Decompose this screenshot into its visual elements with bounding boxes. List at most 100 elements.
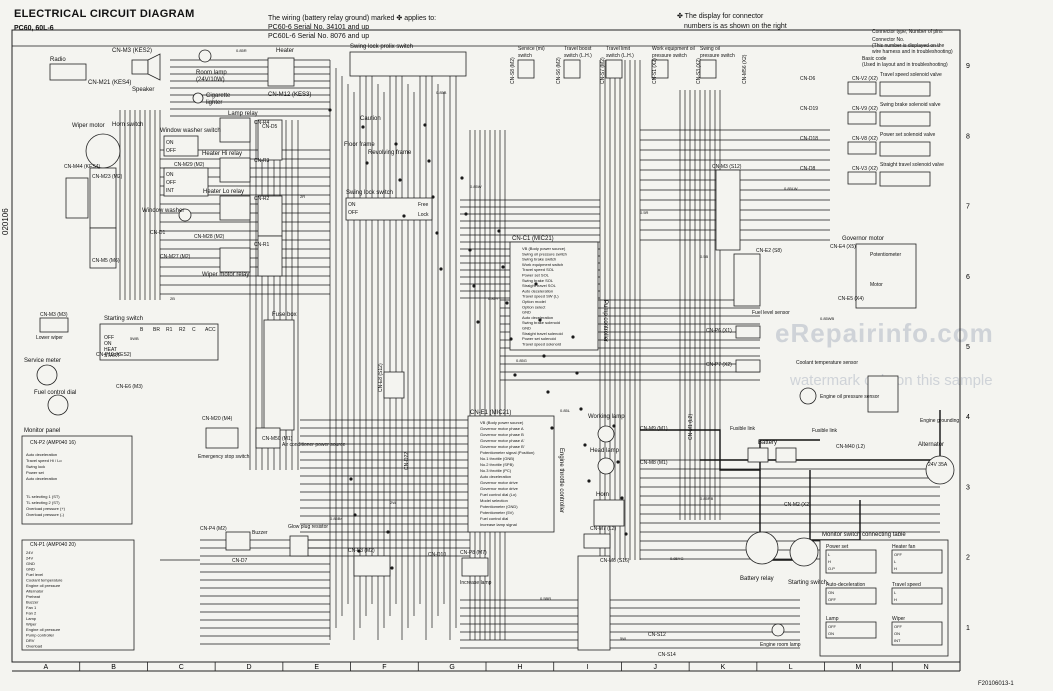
p2-row-2: Swing lock — [26, 464, 45, 469]
cn-s1-label: CN-S1 (X2) — [652, 58, 658, 84]
e1-pin-6: No.1 throttle (GNB) — [480, 456, 515, 461]
start-col-R1: R1 — [166, 327, 173, 333]
battery-relay-label: Battery relay — [740, 576, 774, 582]
e1-pin-2: Governor motor phase B — [480, 432, 524, 437]
wire-label-14: 5WB — [130, 336, 139, 341]
wire-label-16: 0.5BR — [540, 596, 551, 601]
c1-pin-10: Option model — [522, 299, 546, 304]
cn-d5-label: CN-D5 — [262, 124, 277, 130]
cn-s14-label: CN-S14 — [658, 652, 676, 658]
p1-row-5: Coolant temperature — [26, 578, 63, 583]
wire-label-9: 0.85WB — [820, 316, 835, 321]
swing-oil-label-2: pressure switch — [700, 53, 735, 59]
window-washer-switch-label: Window washer switch — [160, 128, 221, 134]
revolving-frame-label: Revolving frame — [368, 150, 412, 156]
start-col-BR: BR — [153, 327, 160, 333]
c1-pin-9: Travel speed SW (L) — [522, 294, 559, 299]
swing-oil-switch-box — [699, 59, 717, 79]
auto-decel-row-ON: ON — [828, 590, 834, 595]
washer-row-OFF: OFF — [166, 180, 176, 186]
junction-dot — [624, 532, 628, 536]
power-set-row-L: L — [828, 552, 831, 557]
junction-dot — [497, 229, 501, 233]
p2-row-10: Overload pressure (-) — [26, 512, 65, 517]
p1-row-17: Overload — [26, 644, 42, 649]
wire-label-17: 2W — [390, 500, 396, 505]
cn-m9-label: CN-M9 (M1) — [640, 426, 668, 432]
p2-row-7: TL selecting 1 (ST) — [26, 494, 60, 499]
travel-speed-valve-coil — [879, 81, 931, 97]
engine-oil-label: Engine oil pressure sensor — [820, 394, 880, 400]
cn-m21-label: CN-M21 (KES4) — [88, 80, 131, 86]
grid-col-J: J — [654, 664, 658, 671]
applies-note-3: PC60L-6 Serial No. 8076 and up — [268, 33, 370, 40]
swing-lock-lock-label: Lock — [418, 212, 429, 218]
washer-row-INT: INT — [166, 188, 174, 194]
service-pmi-switch-box — [517, 59, 535, 79]
swing-lock-row-ON: ON — [348, 202, 356, 208]
horn-switch-box — [163, 135, 199, 157]
junction-dot — [357, 549, 361, 553]
grid-col-M: M — [856, 664, 862, 671]
cn-m27-label: CN-M27 (M2) — [160, 254, 191, 260]
c1-pin-18: Travel speed solenoid — [522, 341, 561, 346]
fuse-box — [263, 319, 295, 431]
straight-travel-valve-cn-label: CN-V3 (X2) — [852, 166, 878, 172]
junction-dot — [616, 460, 620, 464]
start-col-C: C — [192, 327, 196, 333]
travel-speed-row-H: H — [894, 597, 897, 602]
e1-pin-15: Potentiometer (5V) — [480, 510, 514, 515]
e1-pin-12: Fuel control dial (Lo) — [480, 492, 517, 497]
coolant-temp-label: Coolant temperature sensor — [796, 360, 858, 366]
c1-pin-2: Swing brake switch — [522, 257, 556, 262]
swing-lock-prolix-box — [349, 51, 467, 77]
motor-label: Motor — [870, 282, 883, 288]
pump-controller-c1 — [509, 241, 599, 351]
power-set-table-box — [825, 549, 877, 574]
cn-m50-box — [255, 427, 281, 449]
cn-s12-label: CN-S12 — [648, 632, 666, 638]
travel-boost-label-2: switch (L.H.) — [564, 53, 592, 59]
lamp-table-box — [825, 621, 877, 639]
travel-speed-valve-label: Travel speed solenoid valve — [880, 72, 942, 78]
junction-dot — [468, 248, 472, 252]
governor-motor-label: Governor motor — [842, 236, 884, 242]
junction-dot — [542, 354, 546, 358]
cn-r2-terminal — [257, 195, 283, 237]
cn-r1-label: CN-R1 — [254, 242, 269, 248]
cn-p7-label: CN-P7 (X2) — [706, 362, 732, 368]
grid-col-G: G — [449, 664, 454, 671]
window-washer-label: Window washer — [142, 208, 184, 214]
cn-r4-label: CN-R4 — [254, 120, 269, 126]
c1-pin-17: Power set solenoid — [522, 336, 556, 341]
swing-lock-switch-box — [345, 197, 433, 221]
junction-dot — [501, 265, 505, 269]
fusible-link-label: Fusible link — [730, 426, 756, 432]
wire-label-7: 0.5B — [700, 254, 709, 259]
engine-controller-e1 — [467, 415, 555, 533]
engine-room-lamp-icon — [771, 623, 785, 637]
wiper-row-INT: INT — [894, 638, 901, 643]
legend-line-5: Basic code — [862, 56, 887, 62]
cn-e6-label: CN-E6 (M3) — [116, 384, 143, 390]
wiper-table-title: Wiper — [892, 616, 905, 622]
c1-pin-16: Straight travel solenoid — [522, 331, 563, 336]
junction-dot — [538, 318, 542, 322]
footer-code: F20106013-1 — [978, 681, 1014, 687]
speaker-box — [131, 59, 149, 75]
travel-limit-label-1: Travel limit — [606, 46, 631, 52]
legend-line-6: (Used in layout and in troubleshooting) — [862, 62, 948, 68]
straight-travel-valve-coil — [879, 171, 931, 187]
junction-dot — [365, 161, 369, 165]
sensor-block — [867, 375, 899, 413]
cn-e8-label: CN-E8 (S12) — [378, 363, 384, 392]
horn-row-ON: ON — [166, 140, 174, 146]
grid-col-H: H — [517, 664, 522, 671]
c1-pin-13: Auto deceleration — [522, 315, 553, 320]
lighter-label: lighter — [206, 100, 222, 106]
c1-pin-0: VB (Body power source) — [522, 246, 566, 251]
start-col-ACC: ACC — [205, 327, 216, 333]
wire-label-13: 2B — [170, 296, 175, 301]
heater-lo-relay-box — [219, 195, 251, 221]
